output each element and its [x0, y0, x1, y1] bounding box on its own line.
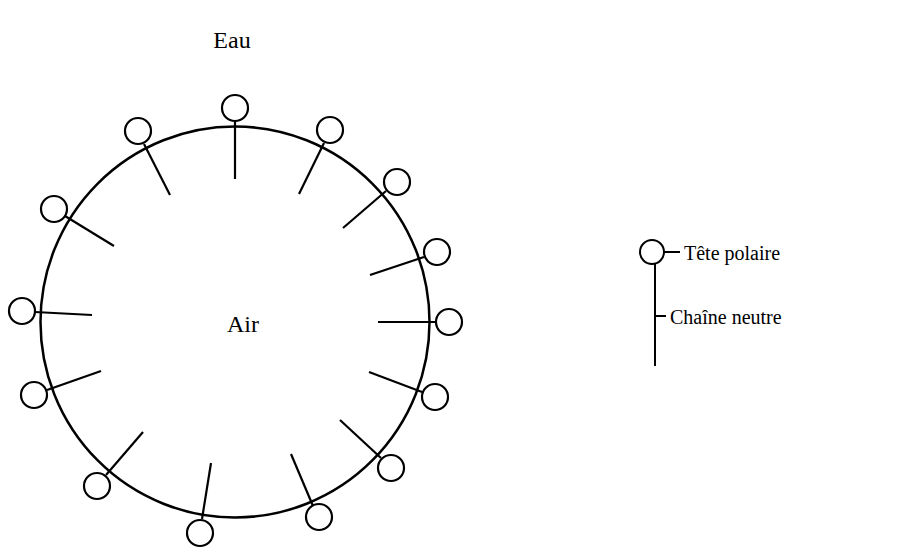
legend-text: Tête polaire [684, 241, 780, 265]
legend-text: Chaîne neutre [670, 305, 782, 329]
medium-label: Eau [213, 26, 250, 55]
region-label: Air [227, 310, 259, 339]
bubble-outline: Air [39, 125, 431, 519]
node-text-group: Air [227, 310, 259, 339]
